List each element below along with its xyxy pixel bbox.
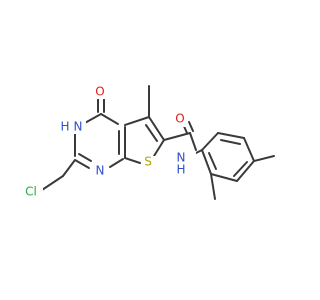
oxygen-keto-label: O [95,85,104,99]
bond-c2-n1-double [78,153,92,162]
sulfur-label: S [144,155,152,169]
structure-svg: O H N N S O N H Cl [25,84,275,200]
bond-c6-s [153,139,165,157]
bond-s-c7a [124,157,141,164]
bond-ar6-methyl [210,173,216,200]
hydrogen-n3-label: H [60,120,69,134]
bond-n1-c7a [109,158,124,168]
bond-c4-c4a [100,113,119,125]
bond-ar6-ar1 [201,149,212,175]
bond-carbonyl-n [189,132,197,151]
bond-c5-c6 [148,116,165,141]
chlorine-label: Cl [25,185,37,199]
bond-ch2-cl [41,175,64,191]
oxygen-amide-label: O [175,112,184,126]
bond-c6-carbonyl [163,132,191,141]
bond-ar3-ar4 [243,137,255,162]
bond-c5-c6-double [145,124,158,142]
bond-c4a-c5 [124,116,150,126]
bond-ar2-ar3-inner [220,139,241,145]
bond-ar5-ar6 [210,173,238,182]
hydrogen-amide-label: H [176,163,185,177]
bond-ar4-ar5 [236,160,255,182]
bond-ar4-methyl [253,155,275,162]
bond-ar6-ar1-inner [208,152,217,170]
nitrogen-n1-label: N [96,164,105,178]
nitrogen-amide-label: N [177,151,186,165]
molecule-drawing: O H N N S O N H Cl [25,84,275,200]
bond-c2-ch2 [62,159,76,177]
bond-ar1-ar2 [201,132,219,151]
bond-c2-n1 [74,159,90,169]
bond-ar4-ar5-inner [233,161,248,177]
nitrogen-n3-label: N [74,120,83,134]
bond-ar2-ar3 [217,132,245,139]
bond-carbonyl-o-double [188,121,194,132]
